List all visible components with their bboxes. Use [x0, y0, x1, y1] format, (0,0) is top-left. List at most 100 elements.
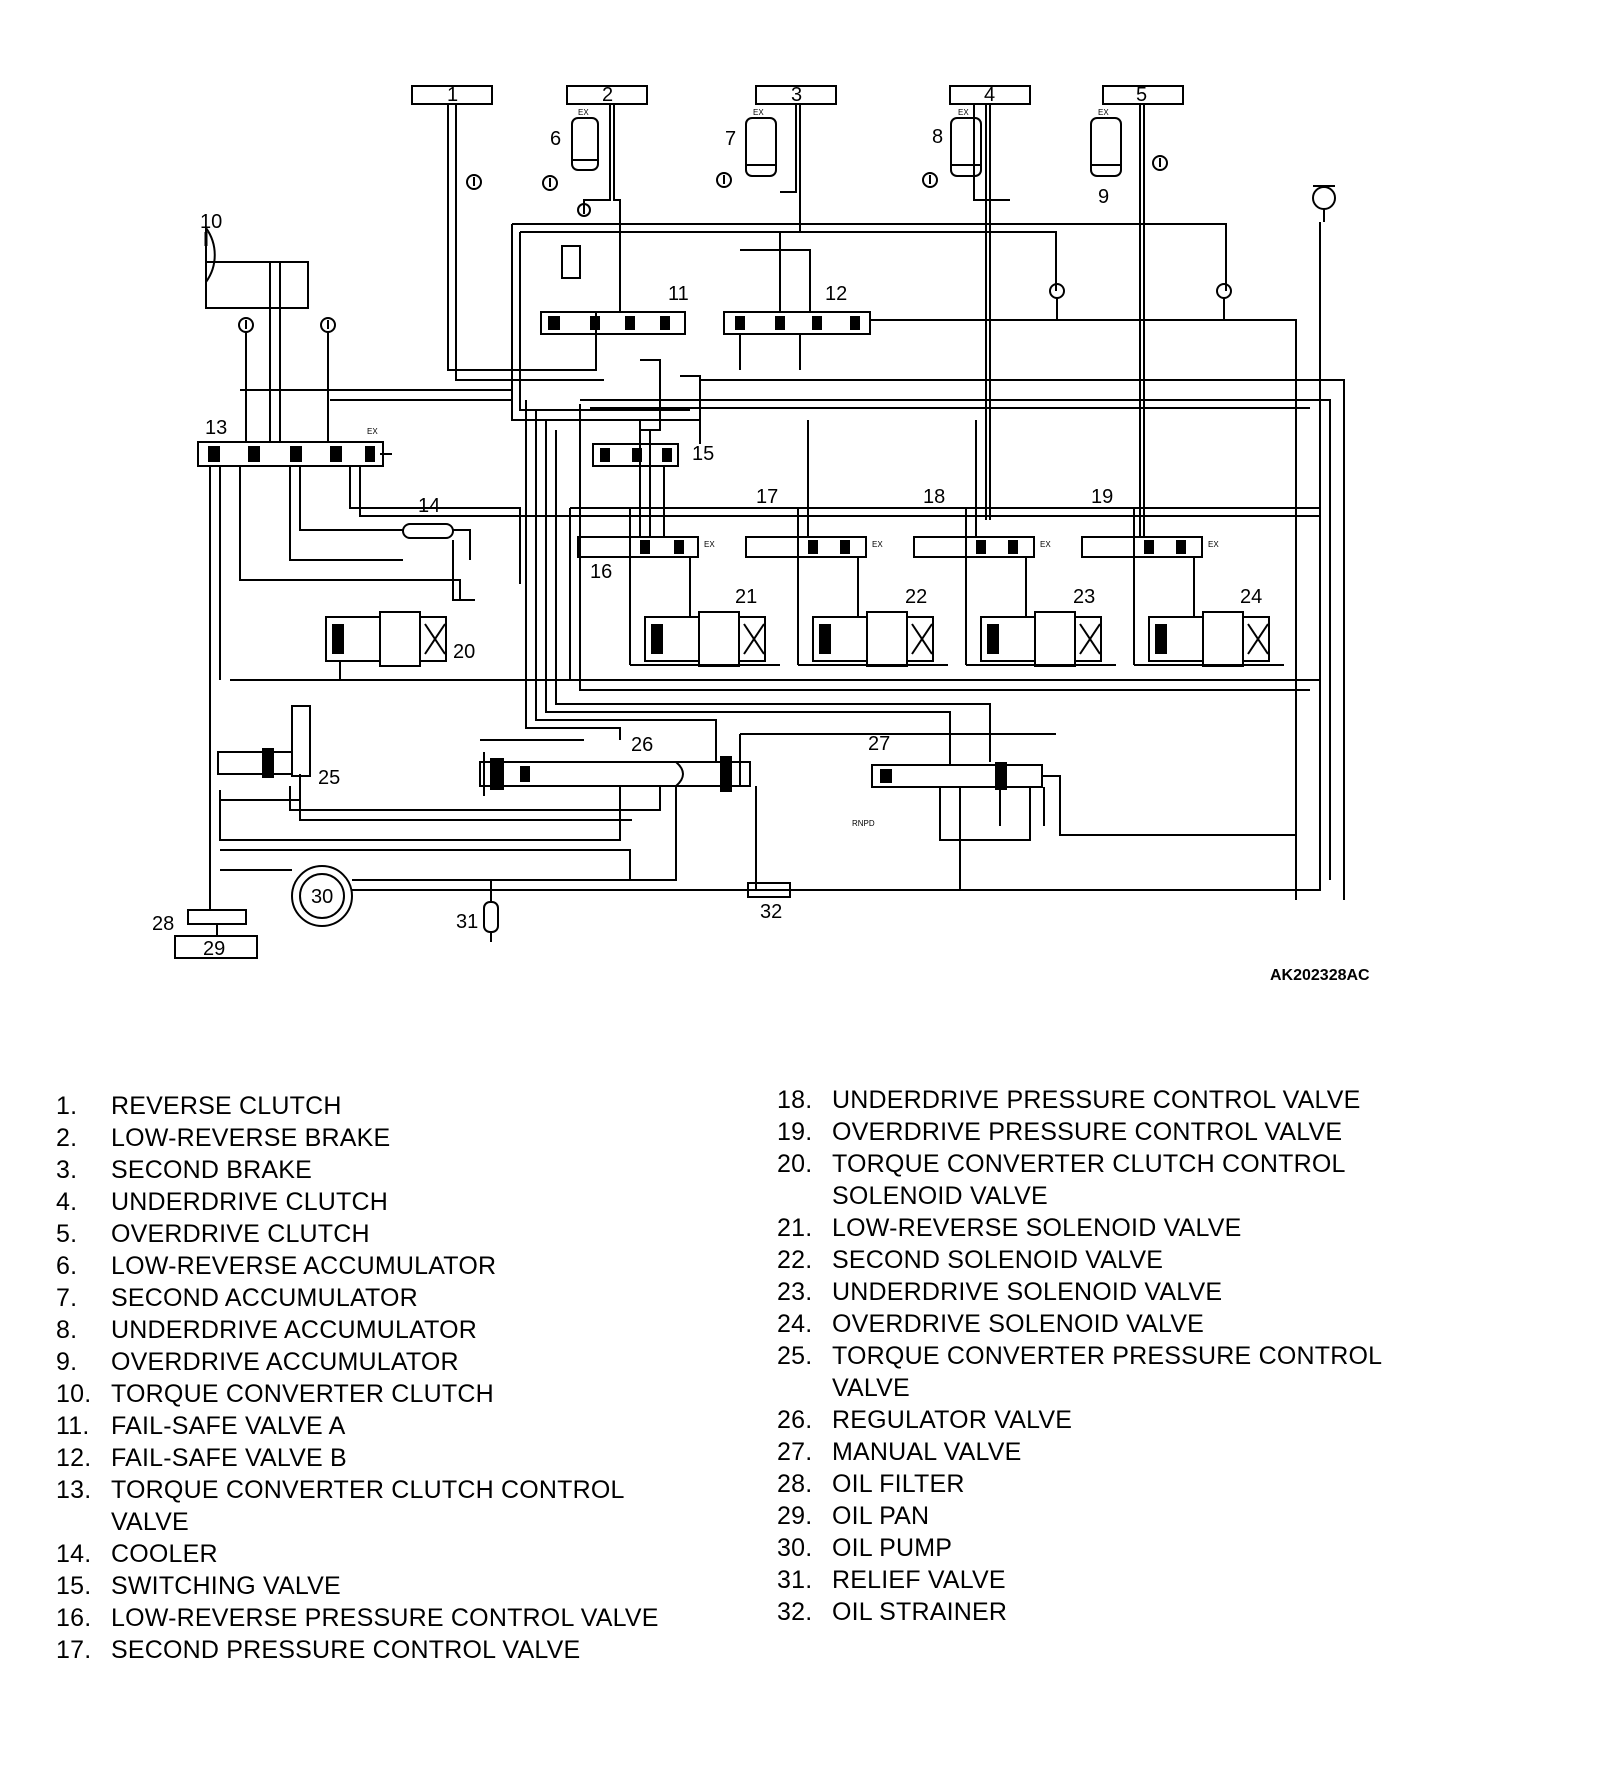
legend-item-number: 24.: [777, 1310, 813, 1338]
callout-28: 28: [152, 913, 174, 935]
legend-item-label: SECOND ACCUMULATOR: [111, 1284, 418, 1312]
legend-item-number: 3.: [56, 1156, 78, 1184]
reverse-clutch-box: [411, 85, 493, 105]
callout-21: 21: [735, 586, 757, 608]
legend-item-number: 11.: [56, 1412, 90, 1440]
legend-item-number: 27.: [777, 1438, 813, 1466]
callout-13: 13: [205, 417, 227, 439]
legend-item: 9.OVERDRIVE ACCUMULATOR: [56, 1346, 671, 1378]
svg-text:EX: EX: [1098, 108, 1109, 117]
legend-item-label: SWITCHING VALVE: [111, 1572, 341, 1600]
legend-item-number: 29.: [777, 1502, 813, 1530]
legend-item-label: TORQUE CONVERTER PRESSURE CONTROL VALVE: [832, 1342, 1382, 1402]
relief-valve: [483, 901, 499, 942]
legend-item-label: LOW-REVERSE PRESSURE CONTROL VALVE: [111, 1604, 659, 1632]
hydraulic-circuit-diagram: 1 2 3 4 5 EX EX EX EX 6 7 8 9: [152, 84, 1370, 984]
legend-item-number: 6.: [56, 1252, 78, 1280]
legend-item-label: REGULATOR VALVE: [832, 1406, 1073, 1434]
svg-text:EX: EX: [704, 540, 715, 549]
callout-11: 11: [668, 283, 689, 305]
svg-text:EX: EX: [578, 108, 589, 117]
legend-item-number: 16.: [56, 1604, 92, 1632]
tcc-control-solenoid-valve: [325, 611, 447, 667]
callout-26: 26: [631, 734, 653, 756]
fail-safe-valve-b: [723, 311, 871, 335]
legend-item-number: 25.: [777, 1342, 813, 1370]
svg-text:EX: EX: [958, 108, 969, 117]
legend-item: 31.RELIEF VALVE: [777, 1564, 1392, 1596]
manual-shift-positions: RNPD: [852, 819, 875, 828]
callout-12: 12: [825, 283, 847, 305]
legend-item: 17.SECOND PRESSURE CONTROL VALVE: [56, 1634, 671, 1666]
callout-1: 1: [447, 84, 458, 106]
legend-item: 28. OIL FILTER: [777, 1468, 1392, 1500]
callout-27: 27: [868, 733, 890, 755]
overdrive-accumulator: EX: [1090, 108, 1122, 177]
legend-item-label: LOW-REVERSE SOLENOID VALVE: [832, 1214, 1242, 1242]
legend-item-number: 28.: [777, 1470, 813, 1498]
callout-22: 22: [905, 586, 927, 608]
callout-19: 19: [1091, 486, 1113, 508]
callout-15: 15: [692, 443, 714, 465]
legend-item: 25. TORQUE CONVERTER PRESSURE CONTROL VAL…: [777, 1340, 1392, 1404]
legend-item-number: 5.: [56, 1220, 78, 1248]
overdrive-solenoid-valve: [1148, 611, 1270, 667]
legend-item: 13.TORQUE CONVERTER CLUTCH CONTROL VALVE: [56, 1474, 671, 1538]
legend-item-label: OIL PAN: [832, 1502, 930, 1530]
legend-item: 5. OVERDRIVE CLUTCH: [56, 1218, 671, 1250]
legend-right-column: 18.UNDERDRIVE PRESSURE CONTROL VALVE 19.…: [777, 1084, 1392, 1628]
legend-item-number: 2.: [56, 1124, 78, 1152]
legend-item-number: 19.: [777, 1118, 813, 1146]
legend-item-label: SECOND BRAKE: [111, 1156, 313, 1184]
svg-text:EX: EX: [1208, 540, 1219, 549]
legend-item-label: OVERDRIVE CLUTCH: [111, 1220, 370, 1248]
underdrive-pressure-control-valve: EX: [913, 536, 1051, 558]
legend-item-number: 7.: [56, 1284, 78, 1312]
callout-23: 23: [1073, 586, 1095, 608]
legend-item: 2.LOW-REVERSE BRAKE: [56, 1122, 671, 1154]
legend-item-number: 13.: [56, 1476, 92, 1504]
callout-18: 18: [923, 486, 945, 508]
manual-valve: RNPD: [852, 762, 1043, 828]
callout-6: 6: [550, 128, 561, 150]
legend-left-column: 1.REVERSE CLUTCH 2.LOW-REVERSE BRAKE 3. S…: [56, 1090, 671, 1666]
callout-3: 3: [791, 84, 802, 106]
legend-item-number: 17.: [56, 1636, 92, 1664]
hydraulic-lines: [205, 104, 1345, 936]
pressure-switch-icon: [1312, 185, 1336, 222]
callout-16: 16: [590, 561, 612, 583]
legend-item: 7. SECOND ACCUMULATOR: [56, 1282, 671, 1314]
callout-10: 10: [200, 211, 222, 233]
legend-item-label: UNDERDRIVE CLUTCH: [111, 1188, 389, 1216]
legend-item-label: OIL FILTER: [832, 1470, 965, 1498]
legend-item-label: OIL PUMP: [832, 1534, 953, 1562]
legend-item-label: OVERDRIVE ACCUMULATOR: [111, 1348, 459, 1376]
tc-pressure-control-valve: [217, 705, 311, 778]
callout-29: 29: [203, 938, 225, 960]
oil-filter: [187, 909, 247, 925]
legend-item-label: OIL STRAINER: [832, 1598, 1008, 1626]
low-reverse-brake-box: [566, 85, 648, 105]
callout-2: 2: [602, 84, 613, 106]
callout-17: 17: [756, 486, 778, 508]
fail-safe-valve-a: [540, 245, 686, 335]
legend-item: 26.REGULATOR VALVE: [777, 1404, 1392, 1436]
legend-item: 14.COOLER: [56, 1538, 671, 1570]
second-solenoid-valve: [812, 611, 934, 667]
underdrive-solenoid-valve: [980, 611, 1102, 667]
legend-item-label: MANUAL VALVE: [832, 1438, 1022, 1466]
legend-item: 6.LOW-REVERSE ACCUMULATOR: [56, 1250, 671, 1282]
legend-item-label: TORQUE CONVERTER CLUTCH: [111, 1380, 494, 1408]
legend-item-number: 31.: [777, 1566, 813, 1594]
legend-item-label: SECOND SOLENOID VALVE: [832, 1246, 1164, 1274]
legend-item-number: 10.: [56, 1380, 92, 1408]
callout-7: 7: [725, 128, 736, 150]
legend-item-number: 12.: [56, 1444, 92, 1472]
callout-20: 20: [453, 641, 475, 663]
legend-item: 15.SWITCHING VALVE: [56, 1570, 671, 1602]
callout-4: 4: [984, 84, 995, 106]
legend-item-number: 14.: [56, 1540, 92, 1568]
legend-item: 18.UNDERDRIVE PRESSURE CONTROL VALVE: [777, 1084, 1392, 1116]
legend-item-label: REVERSE CLUTCH: [111, 1092, 342, 1120]
legend-item: 1.REVERSE CLUTCH: [56, 1090, 671, 1122]
